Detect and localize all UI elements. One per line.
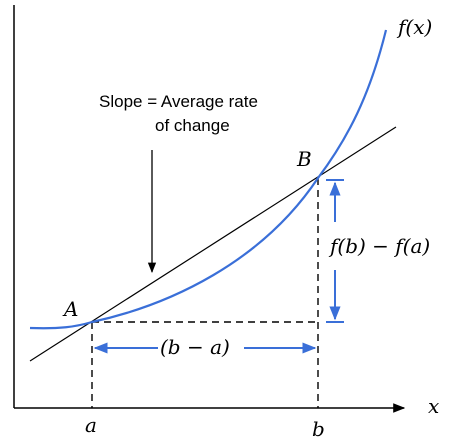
tick-b-label: b: [312, 417, 325, 441]
run-label: (b − a): [160, 335, 230, 359]
rise-label: f(b) − f(a): [328, 234, 430, 258]
annotation-line-2: of change: [155, 116, 230, 135]
function-curve: [29, 29, 388, 330]
x-axis-label: x: [428, 394, 439, 418]
point-a-label: A: [62, 297, 78, 321]
function-label: f(x): [396, 15, 432, 39]
annotation-line-1: Slope = Average rate: [99, 92, 258, 111]
tick-a-label: a: [85, 413, 97, 437]
point-b-label: B: [296, 147, 312, 171]
